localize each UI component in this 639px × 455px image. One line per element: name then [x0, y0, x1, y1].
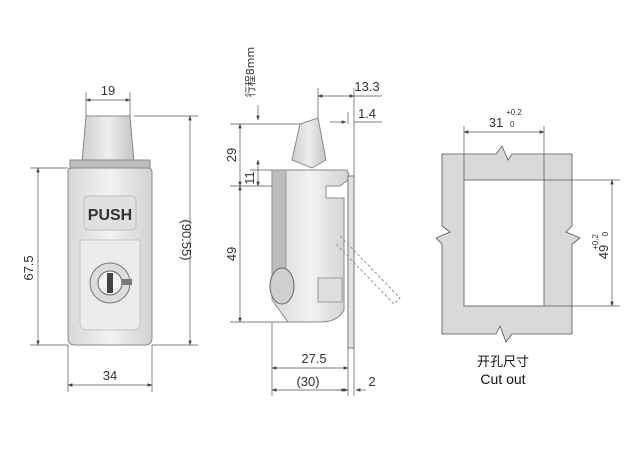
- side-flange: [347, 175, 355, 349]
- dim-2: 2: [368, 374, 375, 389]
- cutout-caption-cn: 开孔尺寸: [477, 355, 529, 370]
- key-pin: [122, 279, 132, 285]
- cutout-height-tol-upper: +0.2: [591, 234, 600, 250]
- side-hook: [291, 117, 327, 169]
- cutout-view: 31 +0.2 0 49 +0.2 0 开孔尺寸 Cut out: [435, 108, 620, 387]
- dim-90-55: (90.55): [179, 219, 194, 260]
- cutout-width-value: 31: [489, 115, 503, 130]
- dim-11: 11: [242, 171, 257, 185]
- cutout-caption-en: Cut out: [480, 371, 525, 387]
- cutout-width-tol-lower: 0: [510, 120, 515, 129]
- cutout-hole: [463, 179, 545, 307]
- dim-13-3: 13.3: [354, 79, 379, 94]
- cutout-width-tol-upper: +0.2: [506, 108, 522, 117]
- dim-34: 34: [103, 368, 117, 383]
- dim-49-side: 49: [224, 247, 239, 261]
- dim-29: 29: [224, 148, 239, 162]
- side-view: 行程8mm 13.3 1.4 29 11 49 27.5 (: [224, 47, 401, 396]
- dim-19: 19: [101, 83, 115, 98]
- front-hook: [81, 115, 135, 163]
- key-slot: [107, 273, 113, 293]
- dim-30: (30): [296, 374, 319, 389]
- cutout-height-tol-lower: 0: [601, 231, 610, 236]
- push-label: PUSH: [88, 207, 132, 224]
- stroke-label: 行程8mm: [244, 47, 257, 97]
- side-latch-block: [317, 277, 343, 303]
- dim-67-5: 67.5: [21, 255, 36, 280]
- cutout-height-value: 49: [596, 245, 611, 259]
- side-knob: [269, 267, 295, 305]
- front-view: PUSH 19 67.5 (90.55) 34: [21, 83, 198, 392]
- front-push-area: [83, 195, 137, 231]
- side-dark-edge: [271, 169, 287, 283]
- dim-27-5: 27.5: [301, 351, 326, 366]
- side-latch-travel: [335, 235, 401, 305]
- dim-1-4: 1.4: [358, 106, 376, 121]
